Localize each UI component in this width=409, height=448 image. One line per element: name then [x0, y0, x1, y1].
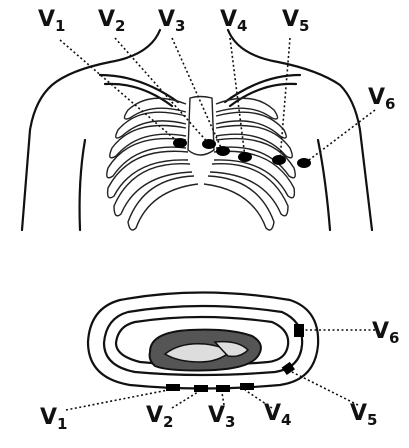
section-label-v6: V6	[372, 319, 399, 347]
electrode-v4	[238, 152, 252, 162]
section-electrode-v6	[294, 324, 304, 337]
section-electrode-v2	[194, 385, 208, 392]
section-line-v2	[172, 392, 198, 408]
chest-label-v1: V1	[38, 7, 65, 35]
chest-label-v5: V5	[282, 7, 309, 35]
electrode-v3	[216, 146, 230, 156]
section-label-v2: V2	[146, 403, 173, 431]
section-electrode-v1	[166, 384, 180, 391]
lead-line-v3	[172, 38, 222, 150]
section-label-v4: V4	[264, 401, 291, 429]
section-label-v5: V5	[350, 401, 377, 429]
rib-cage	[107, 97, 295, 231]
section-electrode-v4	[240, 383, 254, 390]
lead-line-v6	[305, 110, 375, 163]
heart-cross-section	[150, 330, 261, 371]
electrode-v2	[202, 139, 216, 149]
section-label-v3: V3	[208, 403, 235, 431]
section-label-v1: V1	[40, 405, 67, 433]
chest-lead-lines	[60, 38, 375, 163]
electrode-v1	[173, 138, 187, 148]
chest-label-v6: V6	[368, 85, 395, 113]
chest-label-v2: V2	[98, 7, 125, 35]
chest-labels: V1 V2 V3 V4 V5 V6	[38, 7, 395, 113]
chest-label-v3: V3	[158, 7, 185, 35]
electrode-v6	[297, 158, 311, 168]
electrode-v5	[272, 155, 286, 165]
section-electrode-v3	[216, 385, 230, 392]
chest-label-v4: V4	[220, 7, 247, 35]
